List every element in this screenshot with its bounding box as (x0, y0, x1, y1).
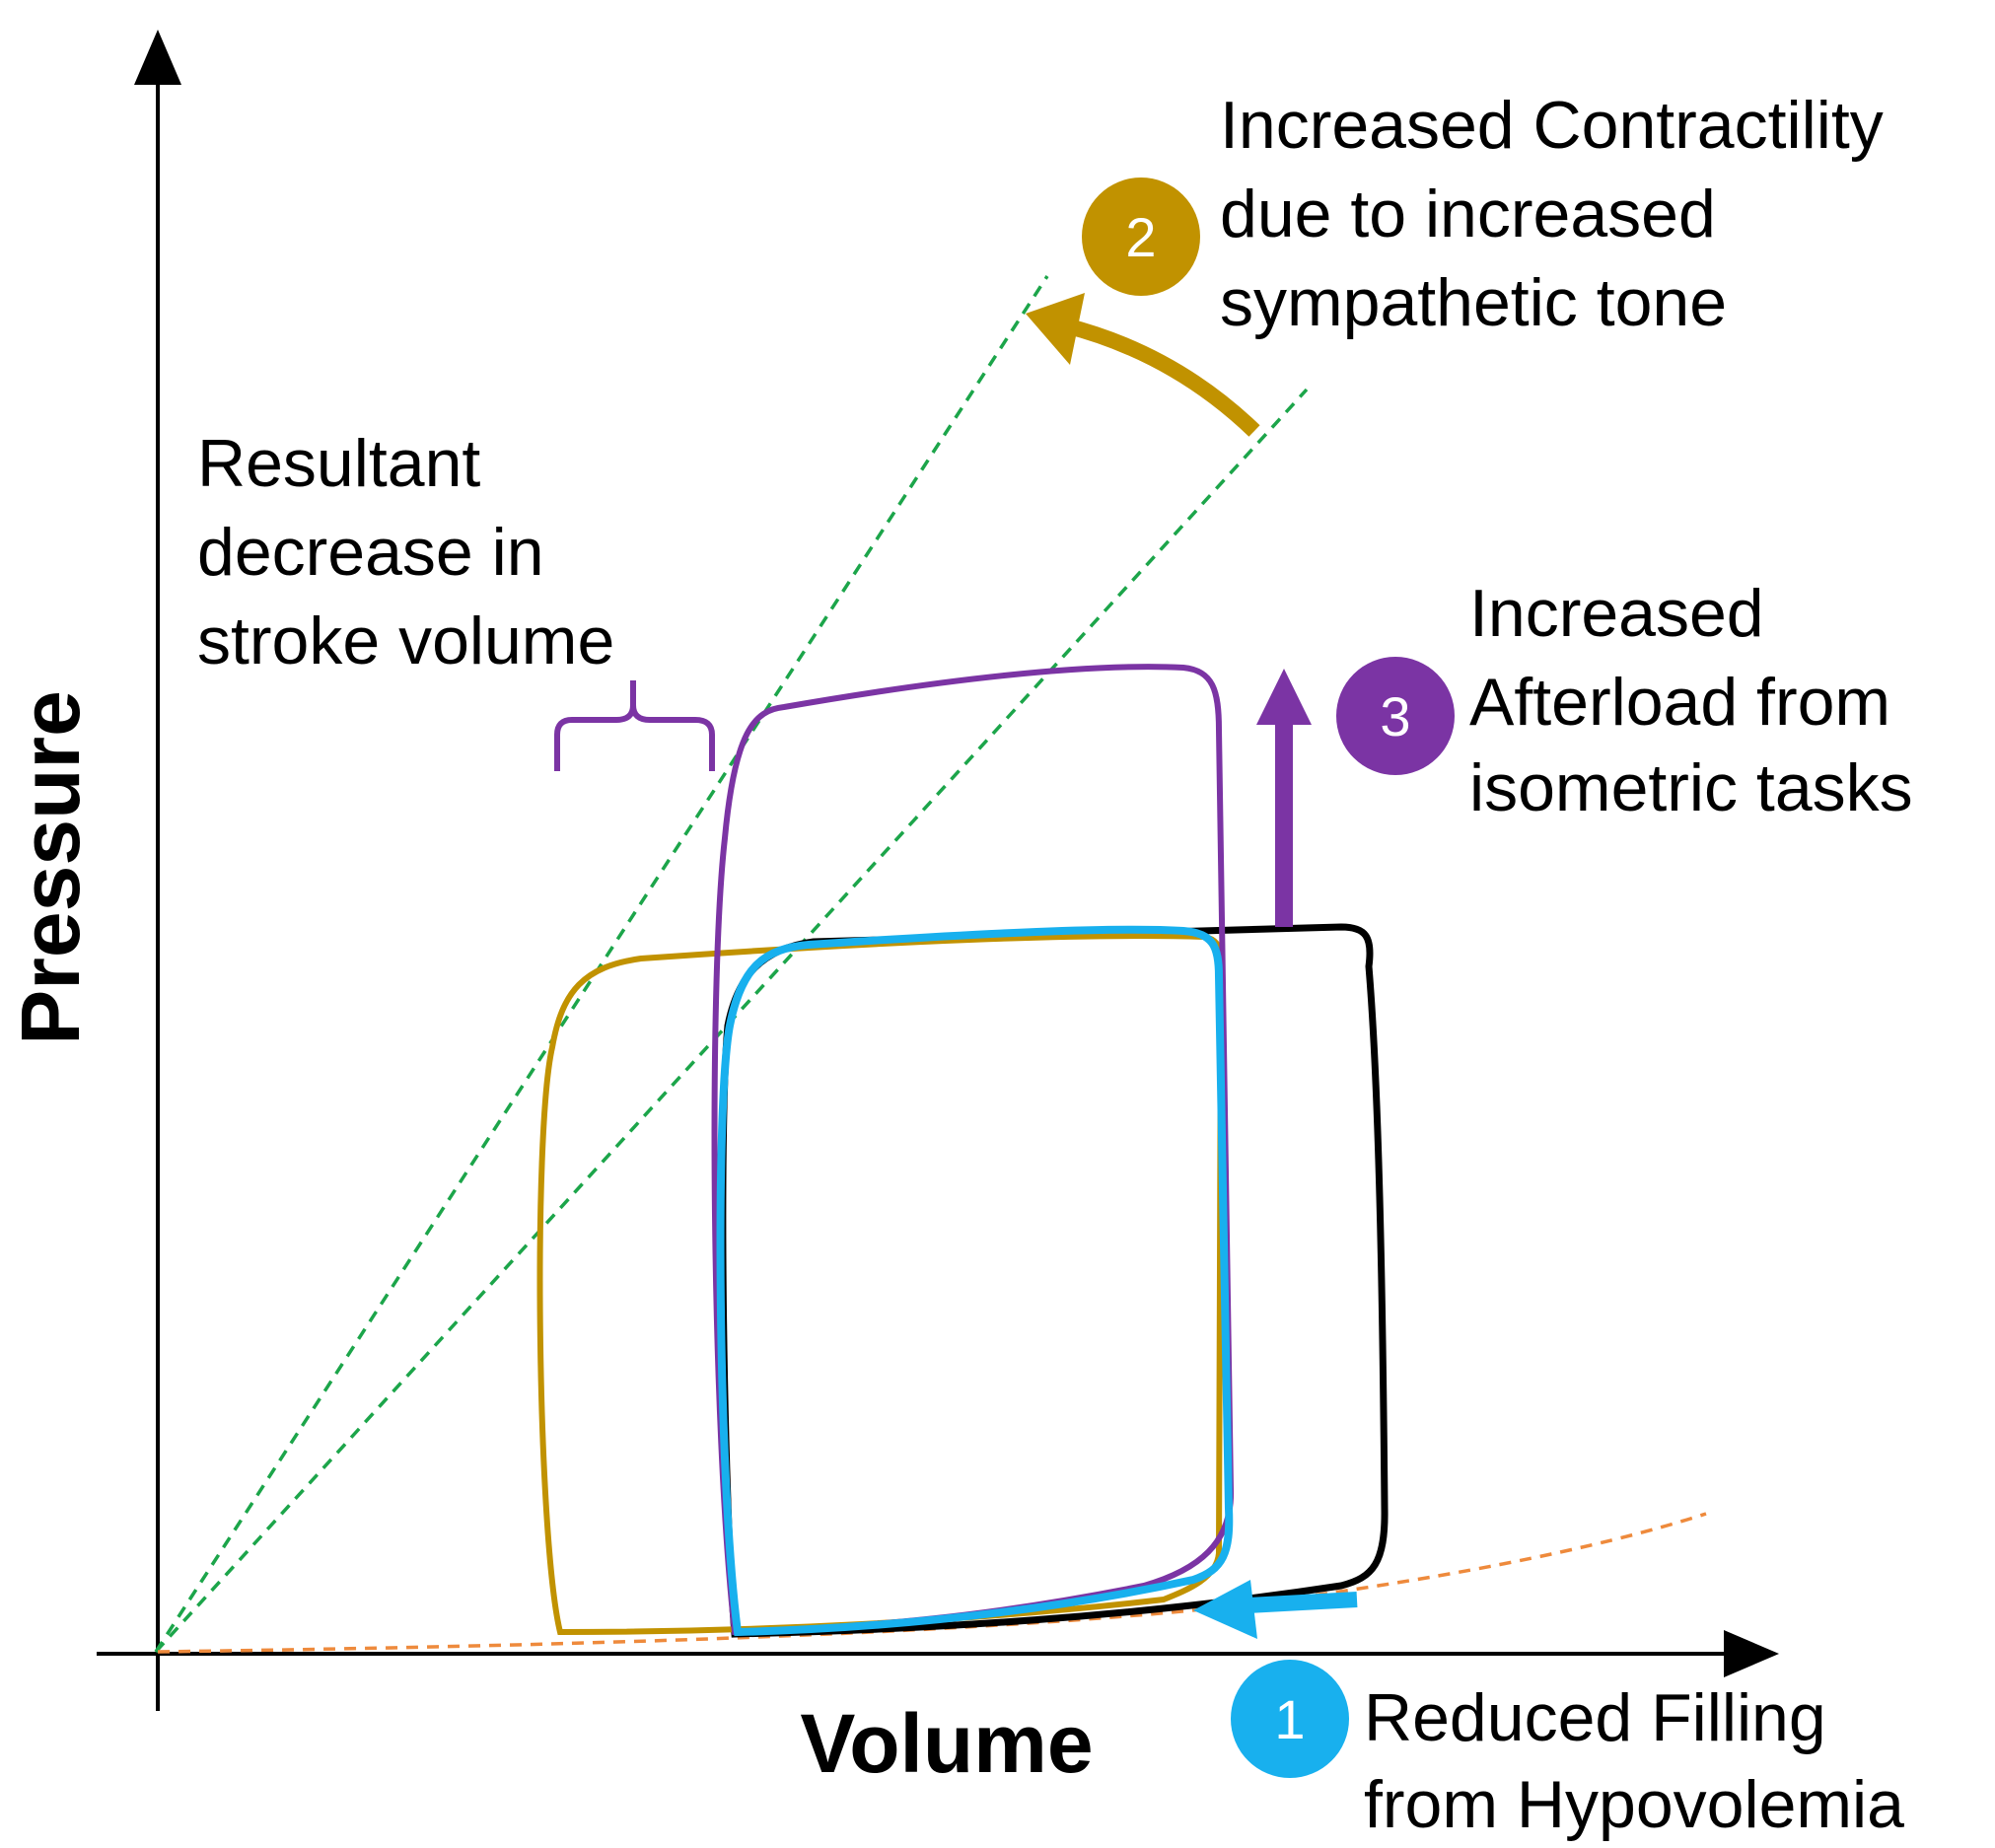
afterload-arrow (1256, 669, 1312, 927)
contractility-arrow (1026, 293, 1260, 437)
filling-arrow (1193, 1580, 1358, 1639)
stroke-volume-brace (554, 680, 715, 771)
filling-label: Reduced Filling from Hypovolemia (1364, 1680, 1904, 1842)
afterload-label-line-1: Increased (1469, 576, 1764, 651)
contractility-label-line-2: due to increased (1220, 177, 1716, 251)
badge-number: 1 (1274, 1688, 1305, 1750)
afterload-label-line-2: Afterload from (1469, 665, 1890, 740)
loop-hypovolemia (716, 925, 1234, 1637)
filling-label-line-2: from Hypovolemia (1364, 1767, 1904, 1842)
stroke-volume-label-line-3: stroke volume (197, 604, 614, 678)
filling-label-line-1: Reduced Filling (1364, 1680, 1826, 1755)
contractility-label-line-3: sympathetic tone (1220, 265, 1727, 340)
espvr-line-increased (154, 275, 1049, 1653)
y-axis-title: Pressure (4, 690, 97, 1045)
badge-number: 3 (1380, 685, 1410, 747)
afterload-label-line-3: isometric tasks (1469, 750, 1913, 825)
loop-contractility (536, 933, 1225, 1636)
contractility-badge: 2 (1082, 178, 1200, 296)
x-axis-title: Volume (800, 1697, 1093, 1790)
contractility-label: Increased Contractility due to increased… (1220, 88, 1884, 340)
contractility-label-line-1: Increased Contractility (1220, 88, 1884, 163)
x-axis-arrowhead (1724, 1630, 1779, 1677)
axes (97, 30, 1779, 1711)
edpvr-curve (157, 1512, 1707, 1654)
filling-badge: 1 (1231, 1660, 1349, 1778)
badge-number: 2 (1125, 206, 1156, 268)
loop-baseline (719, 923, 1389, 1638)
y-axis-arrowhead (134, 30, 181, 85)
stroke-volume-label: Resultant decrease in stroke volume (197, 426, 614, 678)
stroke-volume-label-line-2: decrease in (197, 515, 544, 590)
afterload-badge: 3 (1336, 657, 1455, 775)
stroke-volume-label-line-1: Resultant (197, 426, 480, 501)
afterload-label: Increased Afterload from isometric tasks (1469, 576, 1913, 825)
loop-afterload (711, 664, 1235, 1636)
